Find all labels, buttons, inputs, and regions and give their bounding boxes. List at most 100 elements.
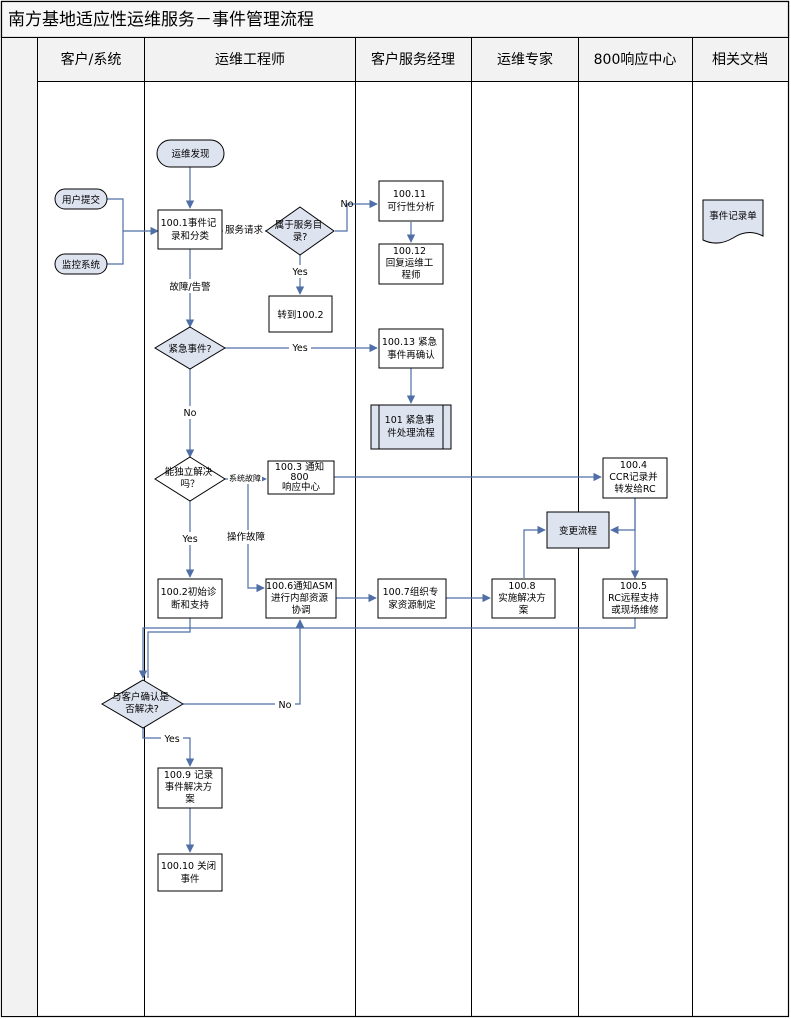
process-100-7-label: 100.7组织专 家资源制定 — [383, 586, 442, 611]
process-100-13-line: 100.13 紧急 — [382, 336, 438, 348]
process-100-11-line: 100.11 — [393, 189, 426, 200]
process-100-7-line: 家资源制定 — [388, 599, 436, 611]
label-no-confirm: No — [279, 700, 292, 711]
label-bg — [167, 279, 213, 293]
process-100-9-line: 100.9 记录 — [164, 769, 214, 781]
process-100-8-line: 100.8 — [508, 581, 535, 592]
process-100-6-label: 100.6通知ASM 进行内部资源 协调 — [266, 580, 336, 616]
process-100-8-label: 100.8 实施解决方 案 — [498, 581, 549, 616]
decision-confirm-label: 与客户确认是 否解决? — [112, 691, 172, 715]
process-100-6-line: 100.6通知ASM — [266, 580, 333, 592]
process-100-2-label: 100.2初始诊 断和支持 — [161, 586, 220, 611]
process-100-9-line: 案 — [185, 793, 195, 805]
predefined-process-101-line: 件处理流程 — [387, 427, 435, 439]
predefined-process-101-line: 101 紧急事 — [385, 414, 435, 426]
process-100-6-line: 协调 — [291, 604, 310, 616]
label-bg — [289, 265, 311, 278]
process-100-4 — [602, 457, 668, 499]
process-100-9 — [157, 767, 223, 809]
start-monitor-label: 监控系统 — [62, 259, 101, 271]
decision-service-catalog — [265, 206, 335, 256]
edge-solve-op-fault-to-100-6 — [247, 479, 265, 593]
label-fault-alarm: 故障/告警 — [169, 281, 211, 293]
process-100-3-line: 800 — [290, 472, 308, 483]
decision-service-catalog-label: 属于服务目 录? — [275, 219, 326, 243]
label-no-urgent: No — [184, 408, 197, 419]
process-100-2-line: 断和支持 — [171, 599, 210, 611]
process-100-3-line: 响应中心 — [282, 481, 321, 493]
document-event-record-label: 事件记录单 — [709, 210, 757, 222]
process-100-9-label: 100.9 记录 事件解决方 案 — [164, 769, 216, 805]
process-100-11-line: 可行性分析 — [387, 201, 435, 213]
process-100-12-line: 回复运维工 — [386, 257, 434, 269]
process-100-10 — [157, 853, 223, 892]
left-side-strip — [1, 37, 38, 1017]
process-100-10-line: 100.10 关闭 — [161, 860, 216, 872]
lane-header-row — [37, 37, 789, 82]
lane-header-engineer: 运维工程师 — [215, 52, 285, 68]
process-100-4-label: 100.4 CCR记录并 转发给RC — [609, 460, 660, 495]
label-bg — [224, 530, 270, 544]
process-100-3-label: 100.3 通知 800 响应中心 — [275, 461, 327, 493]
start-monitor — [54, 253, 108, 275]
start-user-submit — [54, 188, 108, 210]
process-100-8-line: 案 — [519, 604, 529, 616]
decision-confirm-line: 否解决? — [125, 703, 159, 715]
process-100-8 — [491, 578, 556, 619]
lane-header-expert: 运维专家 — [497, 51, 553, 68]
lane-header-customer: 客户/系统 — [61, 51, 122, 68]
process-100-12 — [378, 243, 444, 285]
process-100-13-label: 100.13 紧急 事件再确认 — [382, 336, 440, 361]
label-yes-urgent: Yes — [291, 343, 307, 354]
process-100-5-line: 100.5 — [620, 581, 647, 592]
decision-confirm-line: 与客户确认是 — [112, 691, 170, 703]
edge-confirm-no-to-100-6 — [183, 619, 305, 705]
process-change — [546, 511, 610, 549]
process-100-1-label: 100.1事件记 录和分类 — [161, 217, 220, 242]
document-event-record — [702, 199, 764, 244]
process-100-13-line: 事件再确认 — [387, 349, 435, 361]
process-100-4-line: CCR记录并 — [609, 471, 658, 483]
process-100-9-line: 事件解决方 — [165, 781, 213, 793]
edge-100-8-to-change — [523, 525, 546, 578]
process-100-1-line: 录和分类 — [171, 230, 210, 242]
process-100-10-label: 100.10 关闭 事件 — [161, 860, 219, 885]
process-100-8-line: 实施解决方 — [498, 592, 546, 604]
decision-urgent-label: 紧急事件? — [168, 343, 211, 355]
process-100-12-line: 程师 — [401, 269, 420, 281]
label-yes-confirm: Yes — [163, 734, 179, 745]
edge-100-5-to-confirm — [138, 618, 636, 679]
process-100-5-line: 或现场维修 — [611, 604, 659, 616]
decision-service-catalog-line: 属于服务目 — [275, 219, 323, 231]
process-100-4-line: 100.4 — [620, 460, 647, 471]
edge-catalog-no-to-100-11 — [335, 199, 378, 232]
process-100-6 — [265, 578, 337, 619]
label-no-catalog: No — [341, 199, 354, 210]
lane-header-800-center: 800响应中心 — [594, 51, 677, 68]
predefined-process-101 — [370, 404, 452, 450]
lane-dividers — [144, 37, 693, 1016]
edge-monitor-to-100-1 — [107, 226, 159, 265]
process-100-12-line: 100.12 — [393, 246, 426, 257]
edge-labels: 服务请求 No Yes 故障/告警 Yes No 系统故障 操作故障 Yes N… — [161, 199, 354, 745]
process-100-4-line: 转发给RC — [614, 483, 656, 495]
process-100-2-line: 100.2初始诊 — [161, 586, 217, 598]
process-100-1-line: 100.1事件记 — [161, 217, 217, 229]
decision-service-catalog-line: 录? — [293, 232, 308, 243]
title-bar — [0, 0, 790, 39]
edge-100-2-to-confirm — [147, 618, 191, 678]
diagram-title: 南方基地适应性运维服务－事件管理流程 — [8, 10, 314, 30]
process-100-11 — [378, 180, 444, 222]
process-100-5-label: 100.5 RC远程支持 或现场维修 — [608, 581, 662, 616]
start-discover-label: 运维发现 — [171, 148, 210, 160]
label-bg — [228, 473, 262, 484]
nodes: 运维发现 用户提交 监控系统 100.1事件记 录和分类 属于服务目 录? 10… — [54, 139, 764, 892]
process-transfer-100-2-label: 转到100.2 — [277, 309, 323, 321]
decision-confirm — [101, 679, 184, 729]
decision-urgent — [154, 326, 226, 370]
process-100-5-line: RC远程支持 — [608, 592, 659, 604]
process-100-1 — [157, 209, 223, 250]
process-transfer-100-2 — [268, 295, 333, 333]
process-100-7 — [377, 578, 447, 619]
